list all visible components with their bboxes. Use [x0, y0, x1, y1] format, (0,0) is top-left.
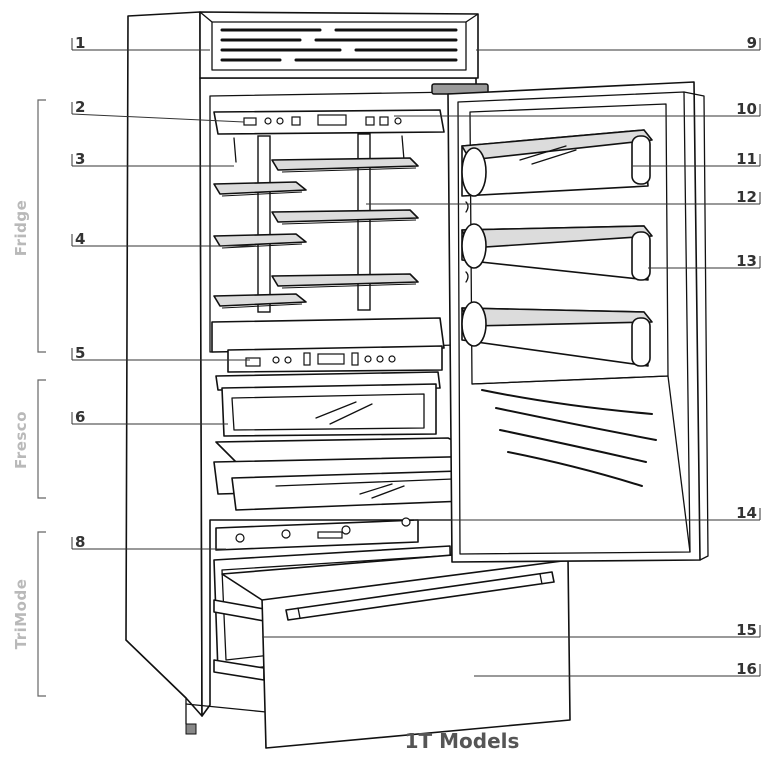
fresco-drawers: [213, 371, 495, 511]
diagram-caption: 1T Models: [405, 729, 520, 753]
callout-2: 2: [75, 98, 85, 116]
callout-10: 10: [736, 100, 757, 118]
fridge-shelves: [213, 157, 419, 309]
callout-15: 15: [736, 621, 757, 639]
callout-16: 16: [736, 660, 757, 678]
leader-lines: [71, 38, 761, 677]
callout-6: 6: [75, 408, 85, 426]
top-vent-grille: [199, 11, 479, 79]
callout-1: 1: [75, 34, 85, 52]
door-vents: [471, 375, 691, 553]
door-bins: [461, 129, 653, 367]
callout-9: 9: [747, 34, 757, 52]
refrigerator-door: [447, 81, 709, 563]
callout-13: 13: [736, 252, 757, 270]
callout-5: 5: [75, 344, 85, 362]
callout-14: 14: [736, 504, 757, 522]
callout-labels: 1 2 3 4 5 6 8 9 10 11 12 13 14 15 16: [75, 34, 757, 678]
callout-12: 12: [736, 188, 757, 206]
section-brackets: Fridge Fresco TriMode: [12, 99, 46, 697]
callout-11: 11: [736, 150, 757, 168]
lower-control-panel: [211, 317, 445, 373]
section-label-trimode: TriMode: [12, 579, 30, 650]
callout-8: 8: [75, 533, 85, 551]
section-label-fridge: Fridge: [12, 200, 30, 256]
upper-control-panel: [213, 109, 445, 135]
section-label-fresco: Fresco: [12, 411, 30, 469]
callout-4: 4: [75, 230, 85, 248]
callout-3: 3: [75, 150, 85, 168]
